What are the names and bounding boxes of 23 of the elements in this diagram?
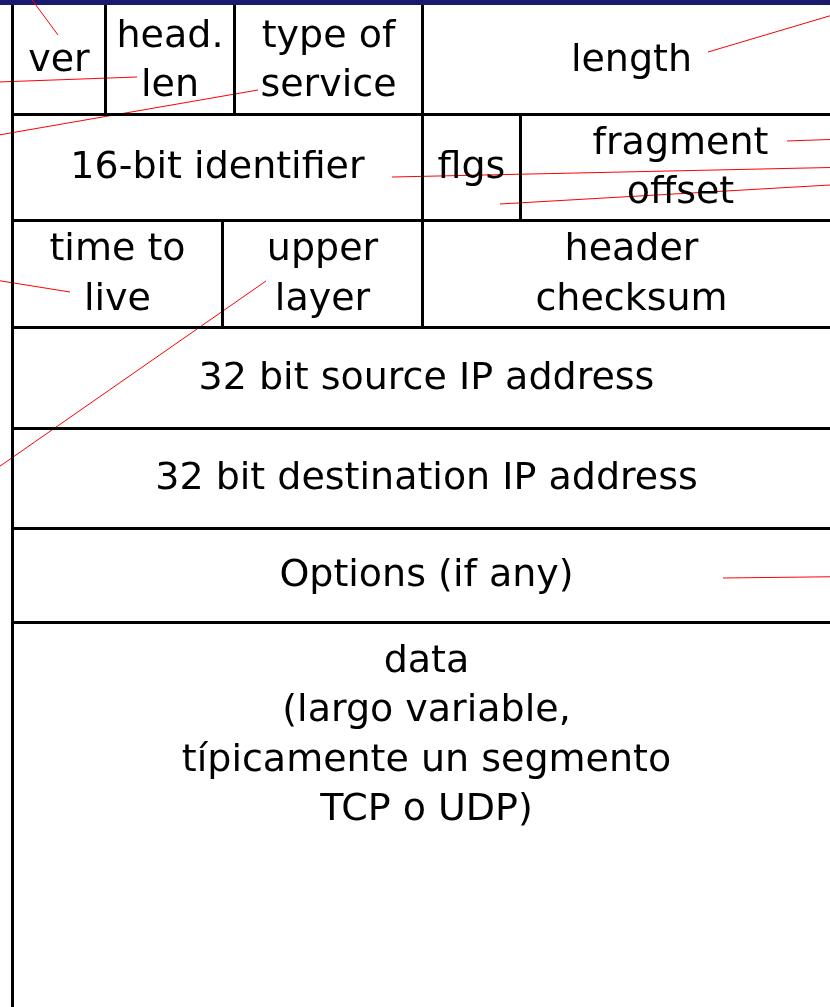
leader-line	[0, 76, 138, 84]
leader-line	[786, 136, 830, 142]
leader-line	[391, 165, 830, 178]
field-label: time to live	[48, 224, 187, 321]
header-field	[11, 219, 224, 329]
leader-line	[722, 575, 830, 579]
field-label: 32 bit destination IP address	[155, 453, 698, 501]
field-label: type of service	[259, 10, 398, 107]
field-label: ver	[28, 37, 90, 81]
field-label: 16-bit identifier	[70, 142, 365, 190]
header-field	[11, 326, 830, 430]
header-field	[11, 527, 830, 624]
field-label: Options (if any)	[279, 550, 574, 598]
field-label: length	[570, 35, 693, 83]
header-field	[11, 113, 424, 222]
header-field	[11, 5, 107, 116]
field-label: header checksum	[534, 224, 729, 321]
field-label: upper layer	[265, 224, 380, 321]
field-label: 32 bit source IP address	[198, 352, 655, 400]
field-label: data	[383, 636, 470, 683]
field-label: (largo variable, típicamente un segmento TCP o UDP)	[180, 685, 673, 832]
header-field	[11, 427, 830, 530]
field-label: head. len	[115, 10, 225, 107]
